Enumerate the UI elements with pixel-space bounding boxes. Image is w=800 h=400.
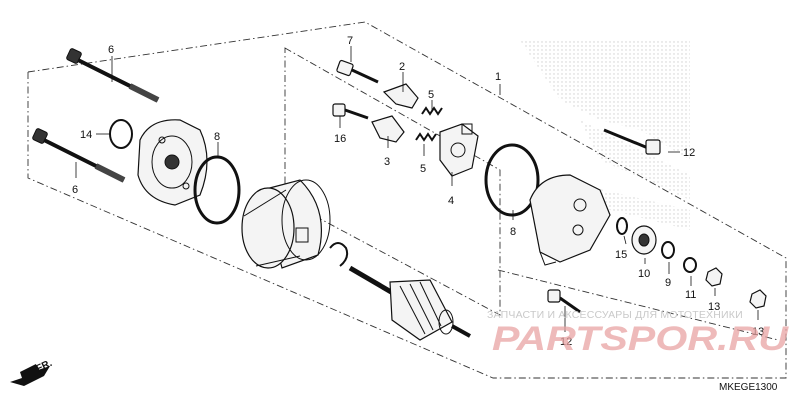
part-3-brush-holder xyxy=(371,115,405,143)
part-12-bolt-lower xyxy=(547,289,581,314)
callout-3: 3 xyxy=(384,156,390,168)
part-13-nut-lower xyxy=(749,289,767,309)
watermark-tagline: ЗАПЧАСТИ И АКСЕССУАРЫ ДЛЯ МОТОТЕХНИКИ xyxy=(487,309,743,321)
front-direction-indicator: FR. xyxy=(10,358,54,386)
callout-13-upper: 13 xyxy=(708,301,720,313)
callouts: 1 2 3 4 5 5 6 6 7 8 8 9 10 11 12 12 13 1… xyxy=(72,35,764,348)
part-front-cover xyxy=(529,174,611,266)
part-5-spring-lower xyxy=(415,132,437,142)
callout-14: 14 xyxy=(80,129,92,141)
callout-13-lower: 13 xyxy=(752,326,764,338)
part-yoke-housing xyxy=(241,179,331,269)
callout-7: 7 xyxy=(347,35,353,47)
front-direction-label: FR. xyxy=(35,358,54,375)
part-15-washer xyxy=(616,217,628,235)
diagram-code: MKEGE1300 xyxy=(719,382,778,393)
part-8-o-ring-left xyxy=(193,155,241,225)
part-armature xyxy=(348,265,471,341)
part-4-brush-plate xyxy=(439,123,479,177)
callout-9: 9 xyxy=(665,277,671,289)
part-13-nut-upper xyxy=(705,267,723,287)
callout-1: 1 xyxy=(495,71,501,83)
part-2-brush-holder xyxy=(382,83,419,109)
callout-15: 15 xyxy=(615,249,627,261)
callout-12-lower: 12 xyxy=(560,336,572,348)
part-6-bolt-lower xyxy=(32,128,126,183)
part-9-washer xyxy=(661,241,675,259)
part-11-washer xyxy=(683,257,697,273)
part-rear-cover xyxy=(137,119,208,206)
callout-5-lower: 5 xyxy=(420,163,426,175)
callout-6-lower: 6 xyxy=(72,184,78,196)
callout-16: 16 xyxy=(334,133,346,145)
callout-12-upper: 12 xyxy=(683,147,695,159)
part-8-o-ring-right xyxy=(484,143,540,217)
callout-6-upper: 6 xyxy=(108,44,114,56)
watermark-brand: PARTSPOR.RU xyxy=(492,320,790,358)
callout-11: 11 xyxy=(685,289,696,301)
part-6-bolt-upper xyxy=(66,48,160,103)
part-10-gear xyxy=(631,225,657,255)
callout-2: 2 xyxy=(399,61,405,73)
assembly-frames xyxy=(27,21,787,379)
callout-4: 4 xyxy=(448,195,454,207)
part-7-bolt xyxy=(336,59,379,84)
part-16-bolt xyxy=(332,103,369,120)
leader-lines xyxy=(75,46,759,332)
part-12-bolt-upper xyxy=(603,128,661,155)
callout-8-right: 8 xyxy=(510,226,516,238)
part-clip-ring xyxy=(329,242,349,267)
callout-10: 10 xyxy=(638,268,650,280)
callout-5-upper: 5 xyxy=(428,89,434,101)
part-14-o-ring xyxy=(109,119,133,149)
callout-8-left: 8 xyxy=(214,131,220,143)
front-arrow-icon xyxy=(10,364,50,386)
watermark-wing-logo xyxy=(520,40,690,230)
